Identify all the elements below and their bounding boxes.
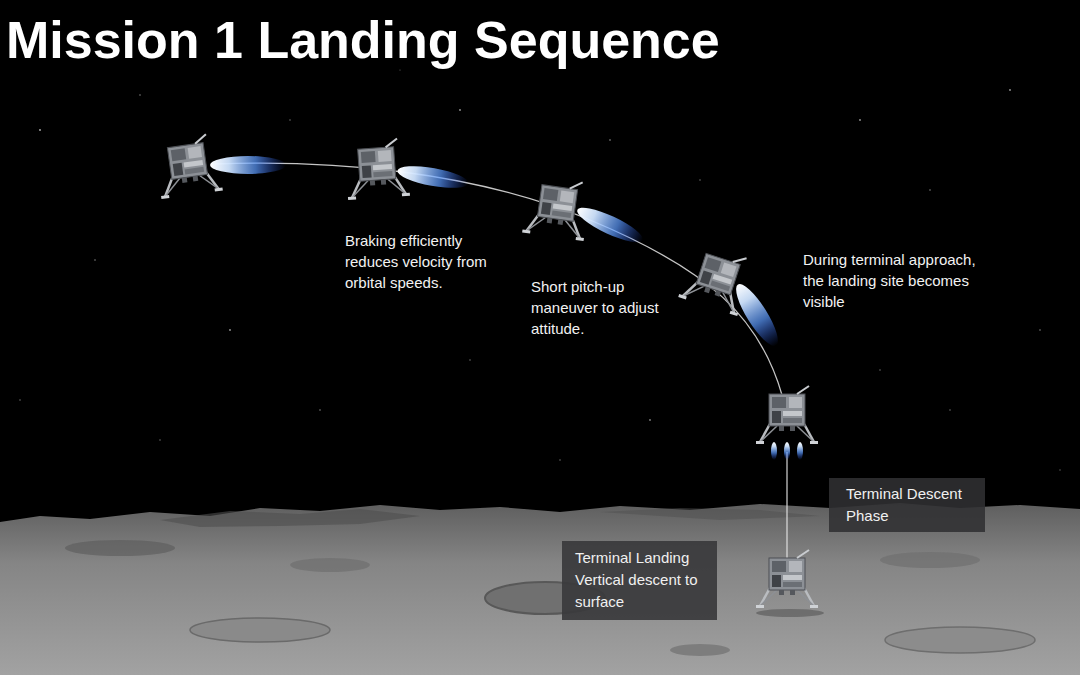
- callout-note: Short pitch-up maneuver to adjust attitu…: [531, 276, 666, 339]
- diagram-title: Mission 1 Landing Sequence: [6, 12, 720, 69]
- thruster-plumes: [210, 156, 803, 460]
- star: [1009, 89, 1011, 91]
- crater: [885, 627, 1035, 653]
- plume: [396, 162, 470, 192]
- star: [1039, 329, 1041, 331]
- star: [139, 94, 140, 95]
- star: [609, 139, 611, 141]
- plume: [797, 442, 803, 460]
- landers: [153, 133, 818, 608]
- star: [289, 119, 290, 120]
- phase-box: Terminal Landing Vertical descent to sur…: [562, 541, 717, 620]
- plume: [784, 442, 790, 460]
- star: [94, 259, 96, 261]
- star: [469, 359, 470, 360]
- ridge: [160, 509, 420, 527]
- phase-box: Terminal Descent Phase: [829, 478, 985, 532]
- plume: [210, 156, 286, 174]
- star: [929, 189, 931, 191]
- phase-text: Terminal Landing Vertical descent to sur…: [575, 547, 707, 613]
- crater: [190, 618, 330, 642]
- star: [319, 409, 321, 411]
- plume: [574, 202, 647, 249]
- star: [949, 409, 950, 410]
- star: [459, 109, 461, 111]
- star: [399, 69, 400, 70]
- crater: [65, 540, 175, 556]
- star-field: [19, 69, 1060, 470]
- star: [39, 129, 41, 131]
- star: [159, 439, 161, 441]
- lander: [756, 386, 818, 444]
- trajectory-arc: [215, 163, 782, 395]
- trajectory-vertical: [786, 452, 787, 560]
- callout-note: During terminal approach, the landing si…: [803, 249, 983, 312]
- plume: [771, 442, 777, 460]
- star: [1059, 469, 1060, 470]
- star: [649, 419, 651, 421]
- crater: [670, 644, 730, 656]
- lander-shadow: [756, 609, 824, 617]
- star: [19, 399, 20, 400]
- plume: [729, 279, 784, 351]
- star: [229, 329, 231, 331]
- trajectory: [215, 163, 787, 560]
- lander: [153, 133, 222, 199]
- crater: [880, 552, 980, 568]
- star: [859, 119, 861, 121]
- callout-note: Braking efficiently reduces velocity fro…: [345, 230, 510, 293]
- phase-text: Terminal Descent Phase: [846, 483, 975, 527]
- lander: [678, 242, 755, 316]
- star: [699, 179, 700, 180]
- lander: [522, 175, 591, 241]
- crater: [290, 558, 370, 572]
- star: [559, 459, 561, 461]
- lander: [344, 138, 410, 200]
- star: [879, 369, 881, 371]
- lander: [756, 550, 818, 608]
